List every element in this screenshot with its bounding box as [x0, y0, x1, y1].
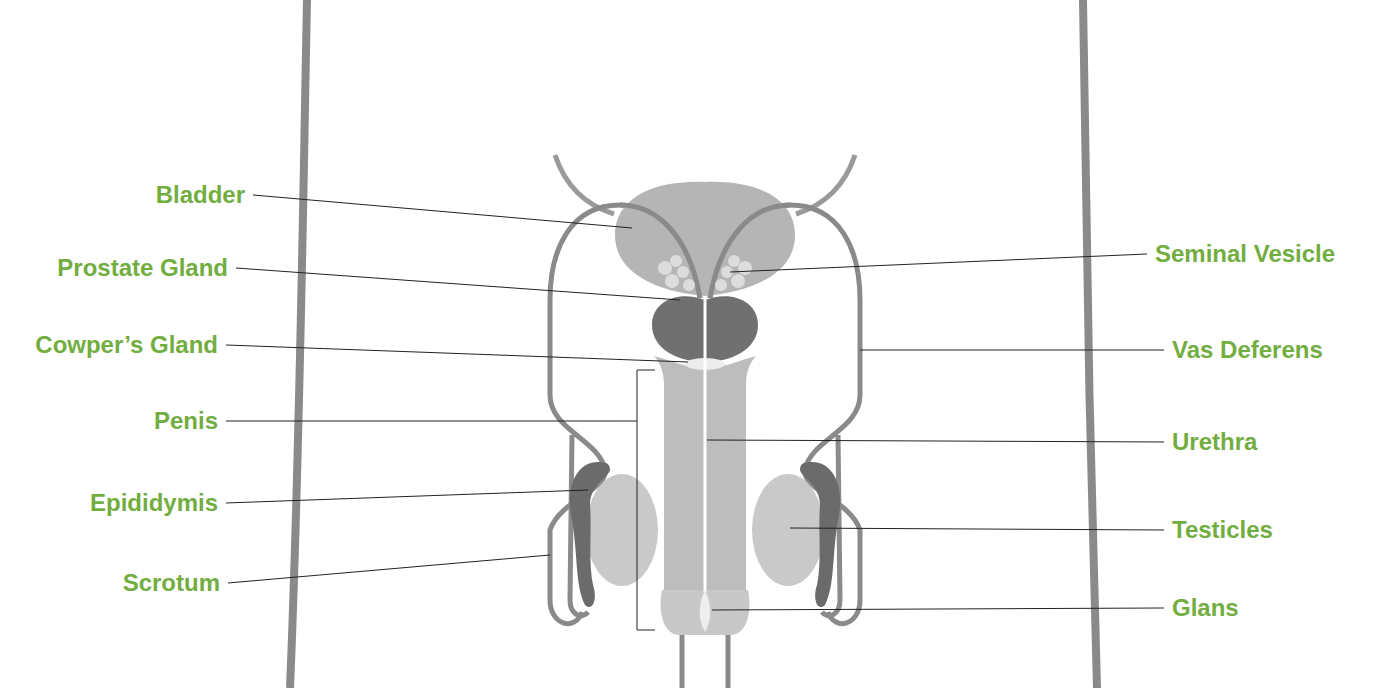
part-label: Urethra	[1172, 428, 1257, 457]
part-label: Glans	[1172, 594, 1239, 623]
leader-line	[707, 440, 1164, 442]
part-label: Cowper’s Gland	[35, 331, 218, 360]
part-label: Bladder	[156, 181, 245, 210]
testicle-shape	[586, 474, 658, 586]
epididymis-shape	[570, 462, 610, 607]
leader-line	[236, 268, 680, 300]
penis-bracket	[637, 370, 655, 630]
part-label: Epididymis	[90, 489, 218, 518]
leader-line	[226, 345, 688, 362]
leader-line	[860, 349, 1164, 350]
part-label: Scrotum	[123, 569, 220, 598]
leader-line	[226, 420, 637, 421]
part-label: Prostate Gland	[57, 254, 228, 283]
leader-line	[730, 254, 1147, 272]
body-outline	[290, 0, 307, 688]
glans-shape	[661, 590, 750, 635]
part-label: Seminal Vesicle	[1155, 240, 1335, 269]
leader-line	[228, 555, 550, 583]
seminal-vesicle-shape	[658, 255, 752, 291]
urethra-tube	[704, 296, 707, 592]
leader-line	[226, 490, 588, 503]
leader-line	[712, 608, 1164, 610]
leader-line	[253, 195, 632, 228]
body-outline	[1083, 0, 1097, 688]
leader-line	[790, 528, 1164, 530]
vas-deferens-tube	[710, 205, 790, 298]
part-label: Penis	[154, 407, 218, 436]
bladder-shape	[615, 182, 795, 296]
leg-outline	[680, 632, 685, 688]
part-label: Testicles	[1172, 516, 1273, 545]
vas-deferens-tube	[620, 205, 700, 298]
leg-outline	[726, 632, 731, 688]
urethra-opening	[700, 590, 711, 632]
part-label: Vas Deferens	[1172, 336, 1323, 365]
